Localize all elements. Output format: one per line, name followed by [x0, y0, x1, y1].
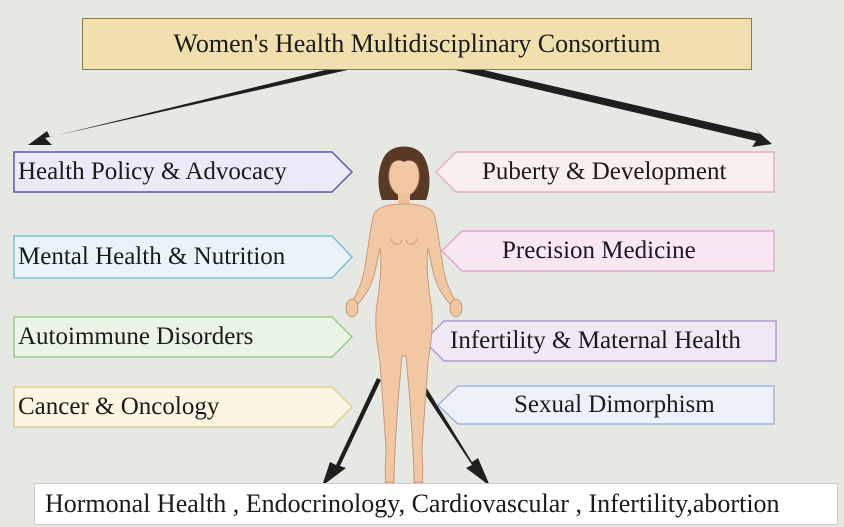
- right-tag-sexual-dimorphism: Sexual Dimorphism: [438, 386, 774, 424]
- arrow-right: [455, 64, 772, 147]
- bottom-specialties-text: Hormonal Health , Endocrinology, Cardiov…: [45, 489, 780, 519]
- right-tag-label: Sexual Dimorphism: [438, 391, 715, 419]
- right-tag-puberty: Puberty & Development: [436, 152, 774, 192]
- right-tag-infertility: Infertility & Maternal Health: [424, 321, 776, 361]
- bottom-specialties-box: Hormonal Health , Endocrinology, Cardiov…: [34, 483, 838, 525]
- left-tag-label: Autoimmune Disorders: [14, 323, 253, 351]
- left-tag-health-policy: Health Policy & Advocacy: [14, 152, 354, 192]
- left-tag-label: Health Policy & Advocacy: [14, 158, 287, 186]
- consortium-title: Women's Health Multidisciplinary Consort…: [173, 29, 660, 59]
- female-figure-illustration: [334, 142, 474, 502]
- left-tag-label: Cancer & Oncology: [14, 393, 219, 421]
- left-tag-mental-health: Mental Health & Nutrition: [14, 236, 354, 278]
- right-tag-label: Infertility & Maternal Health: [424, 327, 741, 355]
- arrow-left: [28, 63, 355, 145]
- left-tag-cancer: Cancer & Oncology: [14, 387, 354, 427]
- left-tag-label: Mental Health & Nutrition: [14, 243, 285, 271]
- left-tag-autoimmune: Autoimmune Disorders: [14, 317, 354, 357]
- right-tag-label: Precision Medicine: [442, 237, 696, 265]
- right-tag-precision-medicine: Precision Medicine: [442, 231, 774, 271]
- consortium-title-box: Women's Health Multidisciplinary Consort…: [82, 18, 752, 70]
- right-tag-label: Puberty & Development: [436, 158, 726, 186]
